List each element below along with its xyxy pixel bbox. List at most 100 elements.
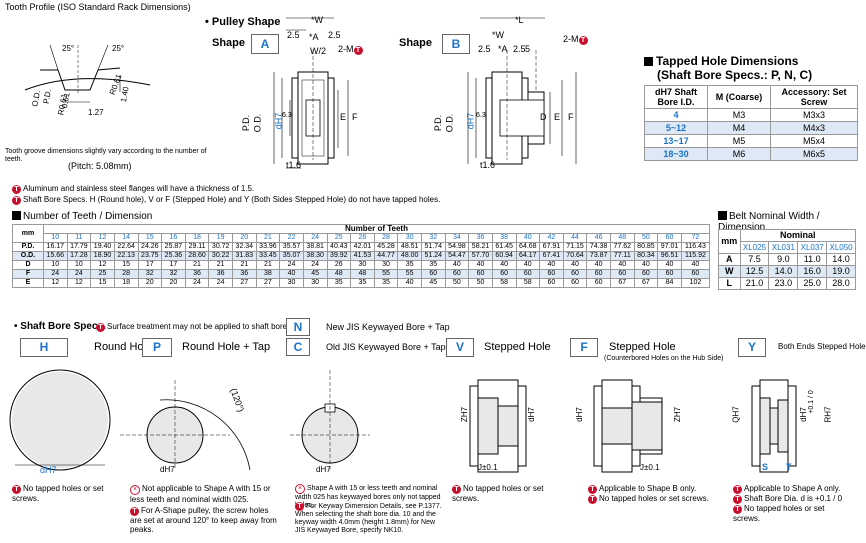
teeth-count-header: 14 — [113, 233, 139, 243]
table-cell: 27 — [232, 278, 257, 288]
table-cell: 24.26 — [137, 242, 163, 252]
table-cell: 60 — [633, 269, 659, 279]
table-cell: 23.75 — [137, 251, 163, 261]
teeth-count-header: 36 — [468, 233, 493, 243]
table-cell: 61.45 — [491, 242, 517, 252]
table-cell: 12 — [90, 260, 115, 270]
teeth-count-header: 11 — [66, 233, 92, 243]
bore-c-dh7: dH7 — [316, 465, 331, 474]
bore-drawings — [9, 369, 797, 473]
table-cell: 45 — [302, 269, 328, 279]
bore-code-f: F — [570, 338, 598, 357]
belt-group-header: Nominal — [739, 229, 857, 242]
table-cell: 36 — [208, 269, 233, 279]
bore-y-s: S — [762, 462, 769, 472]
table-cell: 28 — [113, 269, 139, 279]
tapped-cell: M6 — [707, 147, 771, 161]
table-cell: 9.0 — [768, 253, 799, 266]
shape-b-dim-25a: 2.5 — [478, 44, 491, 54]
shape-b-dim-d: D — [540, 112, 547, 122]
shape-b-dim-od: O.D. — [444, 113, 455, 133]
table-cell: 60.94 — [491, 251, 517, 261]
table-cell: 11.0 — [797, 253, 828, 266]
tapped-cell: M5x4 — [770, 134, 858, 148]
bore-code-v: V — [446, 338, 474, 357]
table-cell: 60 — [539, 269, 564, 279]
table-cell: 50 — [444, 278, 470, 288]
table-cell: 60 — [610, 269, 635, 279]
tapped-cell: M3x3 — [770, 108, 858, 122]
tooth-angle-right: 25° — [112, 44, 125, 53]
shape-b-dim-t16: t1.6 — [480, 160, 496, 170]
table-cell: 21 — [255, 260, 281, 270]
shape-a-drawing — [273, 17, 349, 169]
bore-code-h: H — [20, 338, 68, 357]
table-cell: 35 — [421, 260, 446, 270]
table-cell: 26 — [326, 260, 352, 270]
table-cell: 36 — [184, 269, 210, 279]
shape-a-dim-od: O.D. — [252, 113, 263, 133]
table-cell: 24 — [208, 278, 233, 288]
table-cell: 60 — [657, 269, 682, 279]
table-cell: 60 — [421, 269, 446, 279]
shape-a-dim-t16: t1.6 — [286, 160, 302, 170]
table-cell: 60 — [444, 269, 470, 279]
table-cell: 17.79 — [66, 242, 92, 252]
bore-label-c: Old JIS Keywayed Bore + Tap — [326, 342, 446, 352]
table-cell: 12 — [43, 278, 68, 288]
table-cell: 30 — [302, 278, 328, 288]
table-cell: 116.43 — [680, 242, 711, 252]
bore-sub-f: (Counterbored Holes on the Hub Side) — [604, 355, 724, 362]
bore-label-n: New JIS Keywayed Bore + Tap — [326, 322, 450, 332]
tapped-hole-subtitle: (Shaft Bore Specs.: P, N, C) — [657, 68, 813, 82]
table-cell: 41.53 — [350, 251, 375, 261]
table-cell: 19.40 — [90, 242, 115, 252]
tapped-cell: 18~30 — [644, 147, 708, 161]
table-cell: 21.0 — [739, 277, 770, 290]
table-cell: 74.38 — [586, 242, 611, 252]
table-cell: 40 — [468, 260, 493, 270]
table-cell: 12.5 — [739, 265, 770, 278]
teeth-count-header: 18 — [184, 233, 210, 243]
table-cell: 55 — [397, 269, 422, 279]
tooth-pitch: (Pitch: 5.08mm) — [68, 161, 132, 171]
table-cell: 22.13 — [113, 251, 139, 261]
bore-h-dh7: dH7 — [40, 465, 57, 475]
teeth-count-header: 42 — [539, 233, 564, 243]
teeth-count-header: 10 — [43, 233, 68, 243]
table-cell: 20 — [161, 278, 186, 288]
shape-a-dim-63: 6.3 — [282, 112, 292, 119]
shape-a-label: Shape — [212, 37, 246, 49]
table-cell: 60 — [586, 278, 611, 288]
table-cell: 36 — [232, 269, 257, 279]
table-cell: 35 — [326, 278, 352, 288]
table-cell: 40 — [680, 260, 711, 270]
tooth-dim-127: 1.27 — [88, 108, 104, 117]
tapped-header-m: M (Coarse) — [707, 85, 771, 109]
teeth-count-header: 20 — [232, 233, 257, 243]
table-cell: 115.92 — [680, 251, 711, 261]
teeth-count-header: 28 — [373, 233, 399, 243]
teeth-group-header: Number of Teeth — [43, 224, 710, 234]
table-cell: 12 — [66, 278, 92, 288]
bore-f-dh7: dH7 — [574, 407, 584, 422]
shape-b-dim-pd: P.D. — [433, 114, 444, 132]
table-cell: 27 — [255, 278, 281, 288]
table-cell: 96.51 — [657, 251, 682, 261]
table-cell: 40 — [562, 260, 588, 270]
teeth-count-header: 22 — [279, 233, 304, 243]
shape-a-dim-w2: W/2 — [310, 46, 327, 56]
bore-label-f: Stepped Hole — [609, 341, 676, 353]
